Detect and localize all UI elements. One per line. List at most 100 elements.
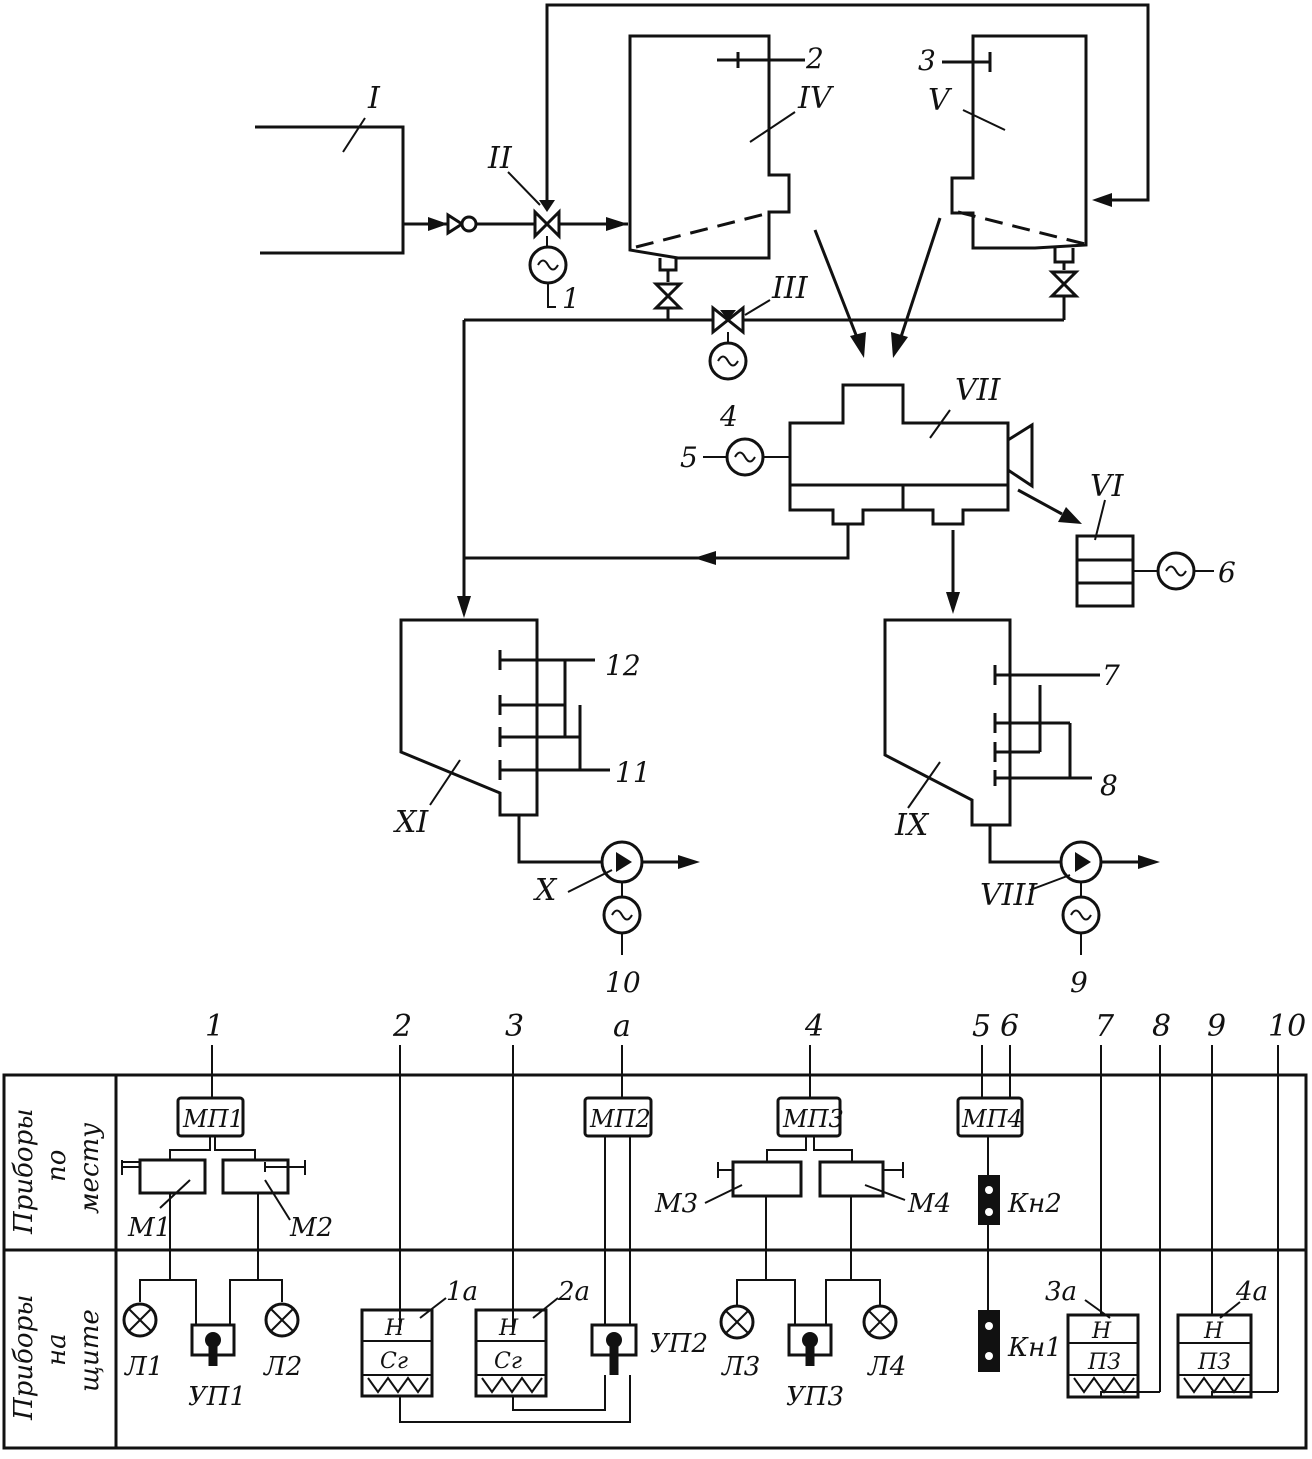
sensor-label-3: 3: [918, 44, 936, 77]
motor-m1: М1: [127, 1213, 171, 1243]
column-number: a: [613, 1009, 631, 1044]
lamp-l2: Л2: [262, 1352, 302, 1382]
motor-m2: М2: [289, 1213, 333, 1243]
unit-label-XI: XI: [393, 805, 429, 840]
column-number: 8: [1152, 1009, 1171, 1044]
relay-1a-tag: 1а: [446, 1277, 478, 1307]
relay-2a-tag: 2а: [557, 1277, 590, 1307]
row-label-line: Приборы: [9, 1295, 39, 1421]
motor-m3: М3: [654, 1189, 698, 1219]
switch-icon: [590, 1323, 638, 1375]
column-number: 5: [972, 1009, 991, 1044]
column-number: 7: [1095, 1009, 1115, 1044]
button-kn1: Кн1: [1007, 1333, 1062, 1363]
unit-label-VI: VI: [1090, 469, 1125, 504]
sensor-label-10: 10: [605, 966, 641, 999]
row-label-line: на: [42, 1333, 72, 1366]
unit-label-I: I: [367, 81, 381, 116]
sensor-label-5: 5: [680, 441, 698, 474]
unit-label-IX: IX: [894, 808, 930, 843]
button-kn2: Кн2: [1007, 1189, 1062, 1219]
column-number: 3: [505, 1009, 524, 1044]
lamp-l3: Л3: [720, 1352, 760, 1382]
relay-2a-bottom: Сг: [494, 1349, 522, 1374]
column-number: 10: [1268, 1009, 1306, 1044]
group-mp3: МП3 М3 М4 Л3: [654, 1045, 951, 1412]
row-label-board: Приборы на щите: [9, 1295, 105, 1421]
motor-icon: [602, 895, 642, 935]
row-label-local: Приборы по месту: [9, 1109, 105, 1235]
column-number: 6: [1000, 1009, 1019, 1044]
group-relays-1a-2a: Н Сг 1а Н Сг 2а МП2 УП2: [360, 1045, 708, 1423]
valve-II: II 1: [487, 141, 580, 315]
starter-mp2: МП2: [589, 1105, 651, 1133]
motor-icon: [725, 437, 765, 477]
relay-2a-top: Н: [498, 1316, 519, 1341]
row-label-line: по: [42, 1150, 72, 1182]
tank-I: I: [255, 81, 405, 255]
column-number: 9: [1207, 1009, 1226, 1044]
group-mp1: МП1 М1 М2 Л1: [121, 1045, 333, 1412]
motor-m4: М4: [907, 1189, 951, 1219]
row-label-line: щите: [75, 1309, 105, 1392]
lamp-icon: [264, 1302, 300, 1338]
unit-label-X: X: [533, 873, 558, 908]
line-to-XI: [457, 320, 850, 618]
motor-icon: [528, 245, 568, 285]
tank-V: 3 V: [918, 34, 1088, 320]
switch-up2: УП2: [650, 1329, 708, 1359]
unit-label-IV: IV: [797, 81, 835, 116]
sensor-label-4: 4: [719, 400, 738, 433]
return-loop: [545, 3, 1150, 207]
column-number: 4: [804, 1009, 824, 1044]
switch-up1: УП1: [188, 1382, 246, 1412]
sensor-label-8: 8: [1100, 769, 1118, 802]
feed-line: [403, 212, 628, 236]
button-icon: [978, 1310, 1000, 1372]
motor-icon: [708, 341, 748, 381]
switch-up3: УП3: [786, 1382, 844, 1412]
group-relay-4a: Н ПЗ 4а: [1176, 1045, 1279, 1399]
unit-label-VII: VII: [955, 373, 1002, 408]
starter-mp4: МП4: [961, 1105, 1023, 1133]
sensor-label-11: 11: [615, 756, 651, 789]
switch-icon: [190, 1323, 236, 1366]
relay-4a-top: Н: [1203, 1319, 1224, 1344]
lamp-icon: [122, 1302, 158, 1338]
row-label-line: Приборы: [9, 1109, 39, 1235]
sensor-label-9: 9: [1070, 966, 1088, 999]
switch-icon: [787, 1323, 833, 1366]
relay-1a-bottom: Сг: [380, 1349, 408, 1374]
relay-3a-top: Н: [1091, 1319, 1112, 1344]
lamp-icon: [862, 1304, 898, 1340]
bin-XI: 12 11 XI: [393, 618, 651, 864]
tank-IV: 2 IV: [628, 34, 835, 320]
unit-label-VIII: VIII: [980, 878, 1038, 913]
unit-label-V: V: [928, 83, 953, 118]
motor-icon: [1061, 895, 1101, 935]
bin-IX: 7 8 IX: [883, 618, 1120, 864]
group-relay-3a: Н ПЗ 3а: [1045, 1045, 1161, 1399]
sensor-label-6: 6: [1218, 556, 1236, 589]
sensor-label-7: 7: [1102, 659, 1120, 692]
sensor-label-2: 2: [805, 42, 824, 75]
motor-icon: [1156, 551, 1196, 591]
relay-1a-top: Н: [384, 1316, 405, 1341]
relay-4a-tag: 4а: [1235, 1277, 1268, 1307]
check-valve-icon: [446, 212, 478, 236]
machine-VII: VII 5: [680, 373, 1034, 526]
row-label-line: месту: [75, 1123, 105, 1214]
sensor-label-12: 12: [605, 649, 641, 682]
relay-3a-bottom: ПЗ: [1087, 1350, 1121, 1375]
lamp-icon: [719, 1304, 755, 1340]
relay-3a-tag: 3а: [1045, 1277, 1077, 1307]
pump-VIII: VIII 9: [980, 840, 1160, 999]
starter-mp1: МП1: [182, 1105, 244, 1133]
group-mp4: МП4 Кн2 Кн1: [956, 1045, 1062, 1372]
column-number: 1: [205, 1009, 224, 1044]
collector-line: III 4: [464, 271, 1064, 433]
button-icon: [978, 1175, 1000, 1225]
pump-X: X 10: [533, 840, 700, 999]
unit-VI: VI 6: [1075, 469, 1236, 608]
